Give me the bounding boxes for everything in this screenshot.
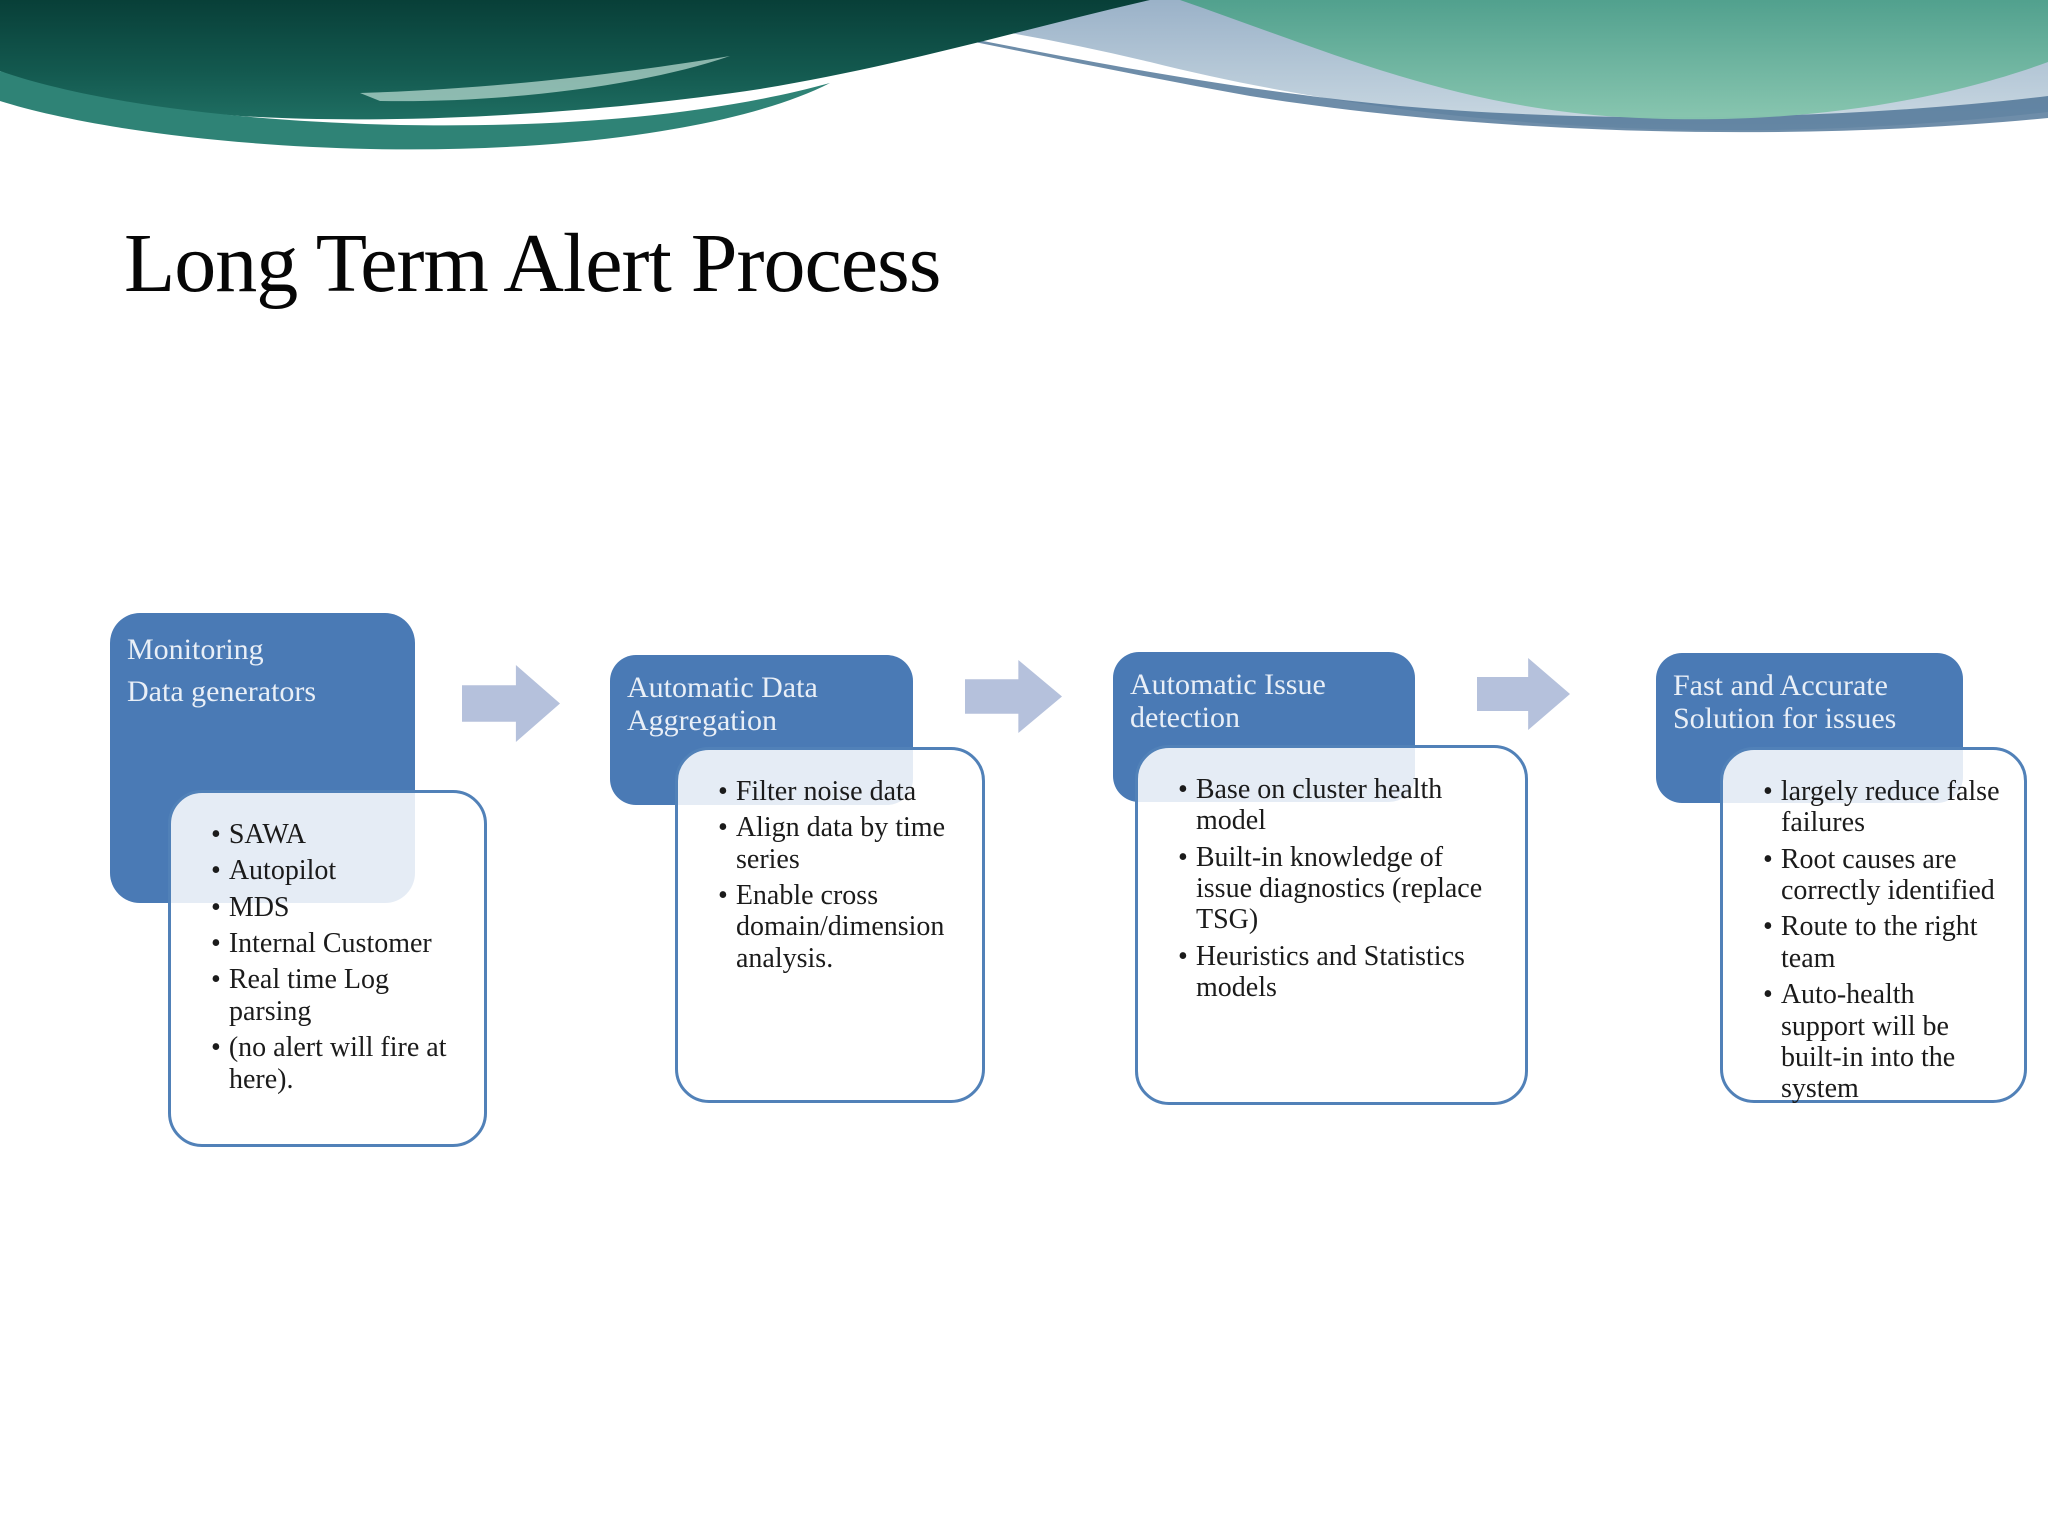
wave-dark-teal [0,0,1150,120]
step-header: Monitoring Data generators [110,613,415,903]
bullet-item: Base on cluster health model [1178,774,1517,837]
slide-title: Long Term Alert Process [124,217,941,310]
flow-arrow-icon [965,660,1062,733]
bullet-item: (no alert will fire at here). [211,1032,476,1095]
bullet-item: Root causes are correctly identified [1763,844,2016,907]
step-body: Base on cluster health model Built-in kn… [1135,745,1528,1105]
step-body: largely reduce false failures Root cause… [1720,747,2027,1105]
flow-arrow-icon [1477,658,1570,730]
wave-mid-teal [0,71,830,150]
step-body: SAWA Autopilot MDS Internal Customer Rea… [168,790,487,1147]
step-body: Filter noise data Align data by time ser… [675,747,985,1103]
decorative-wave-banner [0,0,2048,150]
wave-highlight [360,56,730,102]
bullet-item: Enable cross domain/dimension analysis. [718,880,974,974]
bullet-item: Filter noise data [718,776,974,807]
bullet-list: largely reduce false failures Root cause… [1723,750,2024,1105]
bullet-item: MDS [211,892,476,923]
bullet-item: Auto-health support will be built-in int… [1763,979,2016,1104]
bullet-list: Base on cluster health model Built-in kn… [1138,748,1525,1004]
bullet-item: Heuristics and Statistics models [1178,941,1517,1004]
bullet-item: Real time Log parsing [211,964,476,1027]
flow-arrow-icon [462,665,560,742]
bullet-list: SAWA Autopilot MDS Internal Customer Rea… [171,793,484,1095]
bullet-item: SAWA [211,819,476,850]
bullet-item: Built-in knowledge of issue diagnostics … [1178,842,1517,936]
bullet-list: Filter noise data Align data by time ser… [678,750,982,974]
bullet-item: Autopilot [211,855,476,886]
wave-slate-streak [760,0,2048,133]
wave-jade [1180,0,2048,120]
bullet-item: Internal Customer [211,928,476,959]
bullet-item: Route to the right team [1763,911,2016,974]
bullet-item: Align data by time series [718,812,974,875]
bullet-item: largely reduce false failures [1763,776,2016,839]
